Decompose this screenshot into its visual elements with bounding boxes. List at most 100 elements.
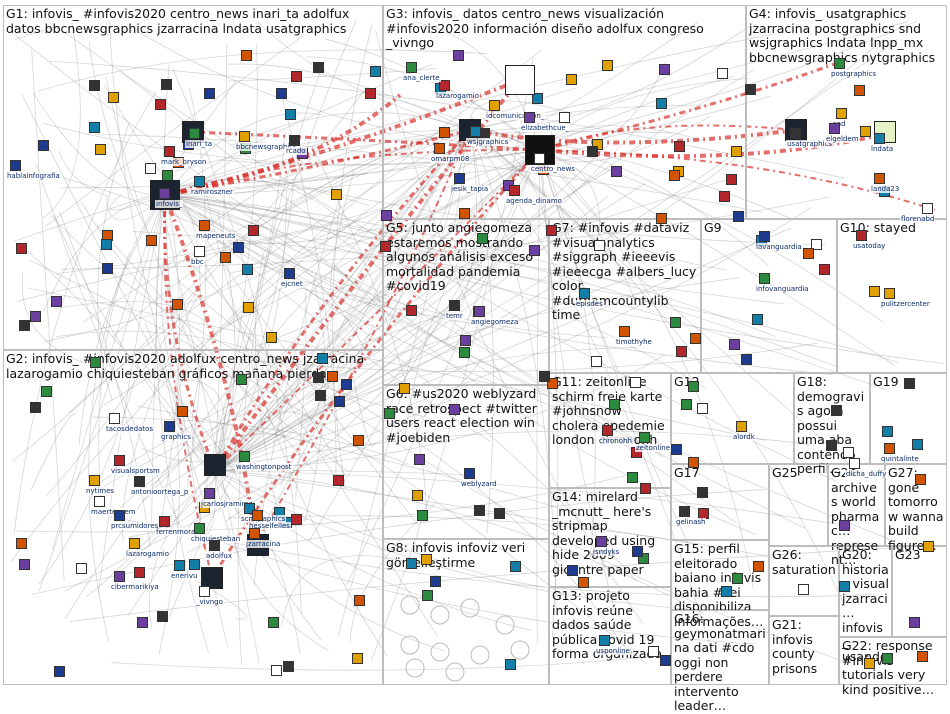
hub-node[interactable] [505,65,535,95]
graph-node[interactable] [383,408,395,420]
graph-node[interactable] [632,545,644,557]
labeled-node[interactable] [790,128,801,139]
graph-node[interactable] [353,435,365,447]
graph-node[interactable] [38,140,50,152]
graph-node[interactable] [720,585,732,597]
graph-node[interactable] [15,243,27,255]
labeled-node[interactable] [874,133,885,144]
graph-node[interactable] [670,317,682,329]
labeled-node[interactable] [94,496,105,507]
labeled-node[interactable] [239,451,250,462]
graph-node[interactable] [911,438,923,450]
graph-node[interactable] [144,162,156,174]
graph-node[interactable] [611,165,623,177]
graph-node[interactable] [818,264,830,276]
graph-node[interactable] [673,141,685,153]
graph-node[interactable] [275,87,287,99]
graph-node[interactable] [510,560,522,572]
graph-node[interactable] [854,84,866,96]
hub-node[interactable] [201,567,223,589]
graph-node[interactable] [655,213,667,225]
graph-node[interactable] [668,170,680,182]
graph-node[interactable] [312,61,324,73]
graph-node[interactable] [411,490,423,502]
labeled-node[interactable] [759,273,770,284]
labeled-node[interactable] [114,510,125,521]
graph-node[interactable] [586,146,598,158]
graph-node[interactable] [413,453,425,465]
graph-node[interactable] [531,93,543,105]
graph-node[interactable] [881,426,893,438]
graph-node[interactable] [137,617,149,629]
graph-node[interactable] [30,401,42,413]
graph-node[interactable] [271,664,283,676]
graph-node[interactable] [330,188,342,200]
graph-node[interactable] [505,658,517,670]
labeled-node[interactable] [449,300,460,311]
labeled-node[interactable] [199,220,210,231]
graph-node[interactable] [659,64,671,76]
graph-node[interactable] [859,125,871,137]
labeled-node[interactable] [454,173,465,184]
graph-node[interactable] [716,68,728,80]
graph-node[interactable] [671,443,683,455]
graph-node[interactable] [494,508,506,520]
labeled-node[interactable] [89,475,100,486]
graph-node[interactable] [659,655,671,666]
graph-node[interactable] [95,144,107,156]
labeled-node[interactable] [114,571,125,582]
labeled-node[interactable] [884,288,895,299]
graph-node[interactable] [266,331,278,343]
graph-node[interactable] [326,370,338,382]
labeled-node[interactable] [194,176,205,187]
graph-node[interactable] [864,657,876,669]
labeled-node[interactable] [109,413,120,424]
labeled-node[interactable] [759,231,770,242]
graph-node[interactable] [240,49,252,61]
labeled-node[interactable] [599,635,610,646]
labeled-node[interactable] [129,538,140,549]
graph-node[interactable] [236,373,248,385]
labeled-node[interactable] [199,586,210,597]
graph-node[interactable] [752,314,764,326]
labeled-node[interactable] [834,58,845,69]
graph-node[interactable] [594,240,606,252]
graph-node[interactable] [243,302,255,314]
graph-node[interactable] [452,50,464,62]
graph-node[interactable] [909,617,921,629]
graph-node[interactable] [220,251,232,263]
graph-node[interactable] [601,60,613,72]
graph-node[interactable] [547,377,559,389]
graph-node[interactable] [16,538,28,550]
graph-node[interactable] [745,84,757,96]
labeled-node[interactable] [596,536,607,547]
graph-node[interactable] [690,332,702,344]
graph-node[interactable] [315,389,327,401]
graph-node[interactable] [627,471,639,483]
graph-node[interactable] [630,377,642,389]
graph-node[interactable] [608,398,620,410]
labeled-node[interactable] [284,268,295,279]
graph-node[interactable] [268,617,280,629]
labeled-node[interactable] [244,503,255,514]
labeled-node[interactable] [194,523,205,534]
graph-node[interactable] [752,561,764,573]
graph-node[interactable] [352,652,364,664]
graph-node[interactable] [687,381,699,393]
graph-node[interactable] [811,239,823,251]
graph-node[interactable] [868,285,880,297]
graph-node[interactable] [839,520,851,532]
graph-node[interactable] [341,378,353,390]
labeled-node[interactable] [10,160,21,171]
graph-node[interactable] [416,510,428,521]
labeled-node[interactable] [874,173,885,184]
graph-node[interactable] [696,402,708,414]
labeled-node[interactable] [159,188,170,199]
graph-node[interactable] [172,299,184,311]
labeled-node[interactable] [619,326,630,337]
graph-node[interactable] [732,211,744,223]
graph-node[interactable] [398,382,410,394]
labeled-node[interactable] [922,203,933,214]
graph-node[interactable] [473,505,485,517]
graph-node[interactable] [157,611,169,623]
